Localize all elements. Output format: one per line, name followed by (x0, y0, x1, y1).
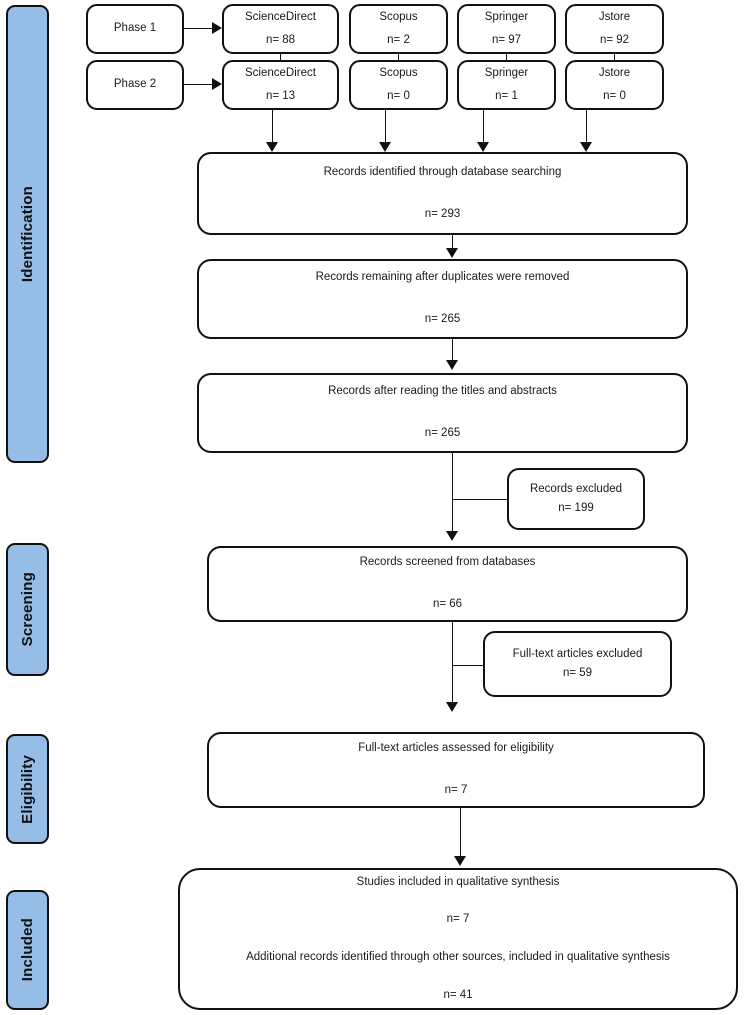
included-count-1: n= 7 (446, 913, 470, 926)
phase-1-arrow-line (184, 28, 218, 29)
source-name: ScienceDirect (245, 66, 316, 79)
included-line-1: Studies included in qualitative synthesi… (356, 875, 560, 888)
source-name: Jstore (598, 10, 631, 23)
flow-box-studies-included: Studies included in qualitative synthesi… (178, 868, 738, 1010)
source-box-scopus-phase2: Scopus n= 0 (349, 60, 448, 110)
flow-box-count: n= 265 (424, 313, 461, 325)
exclusion-count: n= 59 (562, 666, 593, 679)
arrowhead-jstore-to-identified (580, 142, 592, 152)
arrowhead-scopus-to-identified (379, 142, 391, 152)
arrowhead-springer-to-identified (477, 142, 489, 152)
stage-bar-eligibility: Eligibility (6, 734, 49, 844)
connector-springer-p1-p2 (506, 54, 507, 60)
flow-box-count: n= 265 (424, 427, 461, 439)
source-count: n= 2 (387, 33, 410, 46)
source-box-jstore-phase1: Jstore n= 92 (565, 4, 664, 54)
source-name: Springer (484, 66, 529, 79)
connector-titles-to-screened (452, 453, 453, 537)
source-count: n= 0 (387, 89, 410, 102)
stage-bar-identification: Identification (6, 5, 49, 463)
arrowhead-screened-to-eligible (446, 702, 458, 712)
source-count: n= 92 (599, 33, 630, 46)
source-box-springer-phase1: Springer n= 97 (457, 4, 556, 54)
source-name: Springer (484, 10, 529, 23)
exclusion-box-records-excluded: Records excluded n= 199 (507, 468, 645, 530)
connector-identified-to-dedup (452, 235, 453, 254)
connector-eligible-to-included (460, 808, 461, 862)
phase-1-arrowhead (212, 22, 222, 34)
flow-box-title: Records remaining after duplicates were … (315, 271, 570, 284)
flow-box-count: n= 293 (424, 207, 461, 220)
source-name: Jstore (598, 66, 631, 79)
source-count: n= 0 (603, 89, 626, 102)
source-box-springer-phase2: Springer n= 1 (457, 60, 556, 110)
source-count: n= 88 (265, 33, 296, 46)
stage-label-included: Included (19, 918, 36, 982)
source-box-scopus-phase1: Scopus n= 2 (349, 4, 448, 54)
flow-box-records-screened: Records screened from databases n= 66 (207, 546, 688, 622)
exclusion-title: Full-text articles excluded (512, 647, 643, 660)
exclusion-box-fulltext-excluded: Full-text articles excluded n= 59 (483, 631, 672, 697)
source-name: ScienceDirect (245, 10, 316, 23)
phase-2-label: Phase 2 (113, 78, 157, 91)
flow-box-records-after-titles: Records after reading the titles and abs… (197, 373, 688, 453)
phase-2-box: Phase 2 (86, 60, 184, 110)
source-count: n= 1 (495, 89, 518, 102)
flow-box-title: Records screened from databases (359, 556, 536, 569)
exclusion-count: n= 199 (558, 501, 594, 514)
connector-jstore-p1-p2 (614, 54, 615, 60)
stage-label-screening: Screening (19, 572, 36, 647)
arrowhead-titles-to-screened (446, 531, 458, 541)
exclusion-title: Records excluded (529, 482, 623, 495)
source-name: Scopus (379, 10, 418, 23)
connector-titles-to-records-excluded (452, 499, 508, 500)
source-box-sciencedirect-phase2: ScienceDirect n= 13 (222, 60, 339, 110)
flow-box-title: Full-text articles assessed for eligibil… (358, 742, 554, 755)
stage-bar-screening: Screening (6, 543, 49, 676)
flow-box-title: Records after reading the titles and abs… (328, 385, 557, 398)
included-count-2: n= 41 (443, 988, 473, 1001)
flow-box-count: n= 7 (444, 784, 468, 796)
flow-box-records-after-duplicates: Records remaining after duplicates were … (197, 259, 688, 339)
source-count: n= 13 (265, 89, 296, 102)
arrowhead-eligible-to-included (454, 856, 466, 866)
phase-2-arrowhead (212, 78, 222, 90)
connector-dedup-to-titles (452, 339, 453, 366)
source-name: Scopus (379, 66, 418, 79)
connector-scopus-p1-p2 (398, 54, 399, 60)
flow-box-records-identified: Records identified through database sear… (197, 152, 688, 235)
connector-sciencedirect-p1-p2 (280, 54, 281, 60)
stage-label-eligibility: Eligibility (19, 754, 36, 824)
connector-springer-to-identified (483, 110, 484, 148)
arrowhead-sciencedirect-to-identified (266, 142, 278, 152)
phase-2-arrow-line (184, 84, 218, 85)
stage-bar-included: Included (6, 890, 49, 1010)
connector-sciencedirect-to-identified (272, 110, 273, 148)
included-line-2: Additional records identified through ot… (246, 951, 670, 963)
arrowhead-dedup-to-titles (446, 360, 458, 370)
flow-box-count: n= 66 (432, 598, 463, 610)
arrowhead-identified-to-dedup (446, 248, 458, 258)
phase-1-label: Phase 1 (113, 22, 157, 35)
connector-scopus-to-identified (385, 110, 386, 148)
flow-box-fulltext-assessed: Full-text articles assessed for eligibil… (207, 732, 705, 808)
connector-screened-to-fulltext-excluded (452, 665, 484, 666)
source-box-sciencedirect-phase1: ScienceDirect n= 88 (222, 4, 339, 54)
flow-box-title: Records identified through database sear… (323, 165, 562, 178)
source-box-jstore-phase2: Jstore n= 0 (565, 60, 664, 110)
stage-label-identification: Identification (19, 185, 36, 283)
connector-jstore-to-identified (586, 110, 587, 148)
phase-1-box: Phase 1 (86, 4, 184, 54)
source-count: n= 97 (491, 33, 522, 46)
